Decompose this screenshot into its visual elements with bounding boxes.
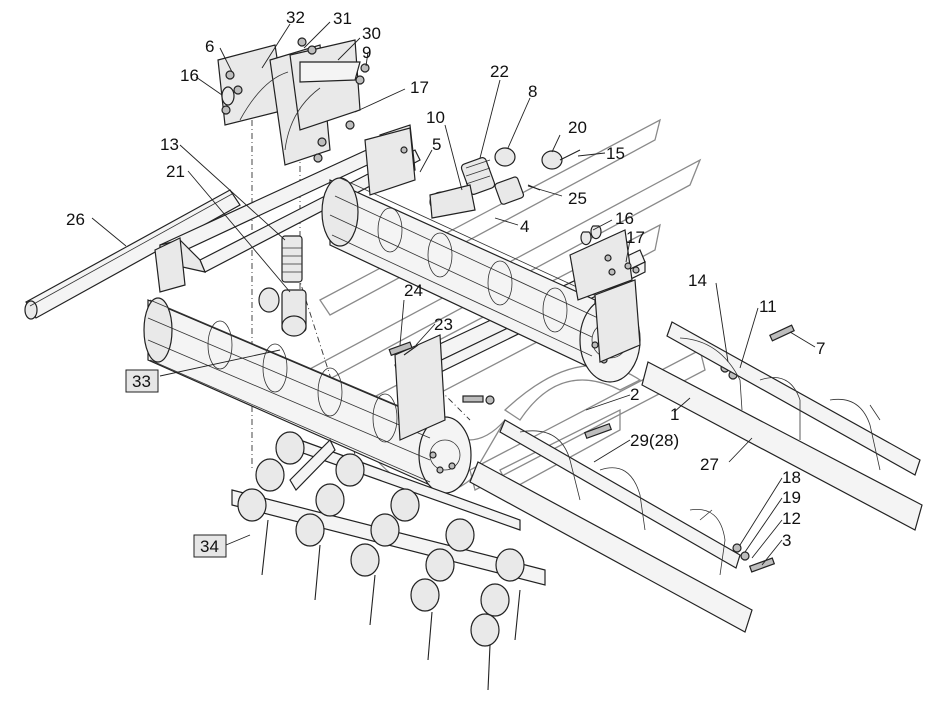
callout-33: 33	[132, 372, 151, 391]
callout-9: 9	[362, 43, 371, 62]
callout-25: 25	[568, 189, 587, 208]
callout-10: 10	[426, 108, 445, 127]
callout-20: 20	[568, 118, 587, 137]
callout-32: 32	[286, 8, 305, 27]
callout-22: 22	[490, 62, 509, 81]
callout-11: 11	[759, 297, 777, 316]
star-wheels	[237, 431, 525, 647]
callout-8: 8	[528, 82, 537, 101]
side-brackets	[364, 127, 641, 441]
callout-31: 31	[333, 9, 352, 28]
callout-16-top: 16	[180, 66, 199, 85]
callout-box-34	[193, 534, 227, 558]
harrow-bar-upper	[641, 321, 923, 531]
callout-23: 23	[434, 315, 453, 334]
crumbler-tines	[261, 519, 521, 691]
callout-17-right: 17	[626, 228, 645, 247]
callout-5: 5	[432, 135, 441, 154]
callout-19: 19	[782, 488, 801, 507]
callout-17-top: 17	[410, 78, 429, 97]
callout-34: 34	[200, 537, 219, 556]
callout-21: 21	[166, 162, 185, 181]
callout-15: 15	[606, 144, 625, 163]
callout-labels: 32 31 30 6 9 16 17 22 8 10 20 13 5 15 21…	[66, 8, 825, 556]
callout-2: 2	[630, 385, 639, 404]
callout-27: 27	[700, 455, 719, 474]
callout-4: 4	[520, 217, 529, 236]
callout-3: 3	[782, 531, 791, 550]
callout-box-33	[125, 369, 159, 393]
harrow-bar-lower	[469, 419, 753, 633]
callout-24: 24	[404, 281, 423, 300]
callout-16-right: 16	[615, 209, 634, 228]
callout-26: 26	[66, 210, 85, 229]
drawbar-tube	[24, 189, 241, 320]
callout-6: 6	[205, 37, 214, 56]
callout-18: 18	[782, 468, 801, 487]
callout-29-28: 29(28)	[630, 431, 679, 450]
callout-14: 14	[688, 271, 707, 290]
callout-30: 30	[362, 24, 381, 43]
callout-12: 12	[782, 509, 801, 528]
callout-13: 13	[160, 135, 179, 154]
callout-1: 1	[670, 405, 679, 424]
spring-assemblies	[258, 147, 581, 337]
adjustment-brackets	[217, 37, 370, 166]
crumbler-unit	[231, 431, 546, 691]
front-roller	[143, 297, 472, 494]
leader-lines	[91, 21, 816, 566]
callout-7: 7	[816, 339, 825, 358]
